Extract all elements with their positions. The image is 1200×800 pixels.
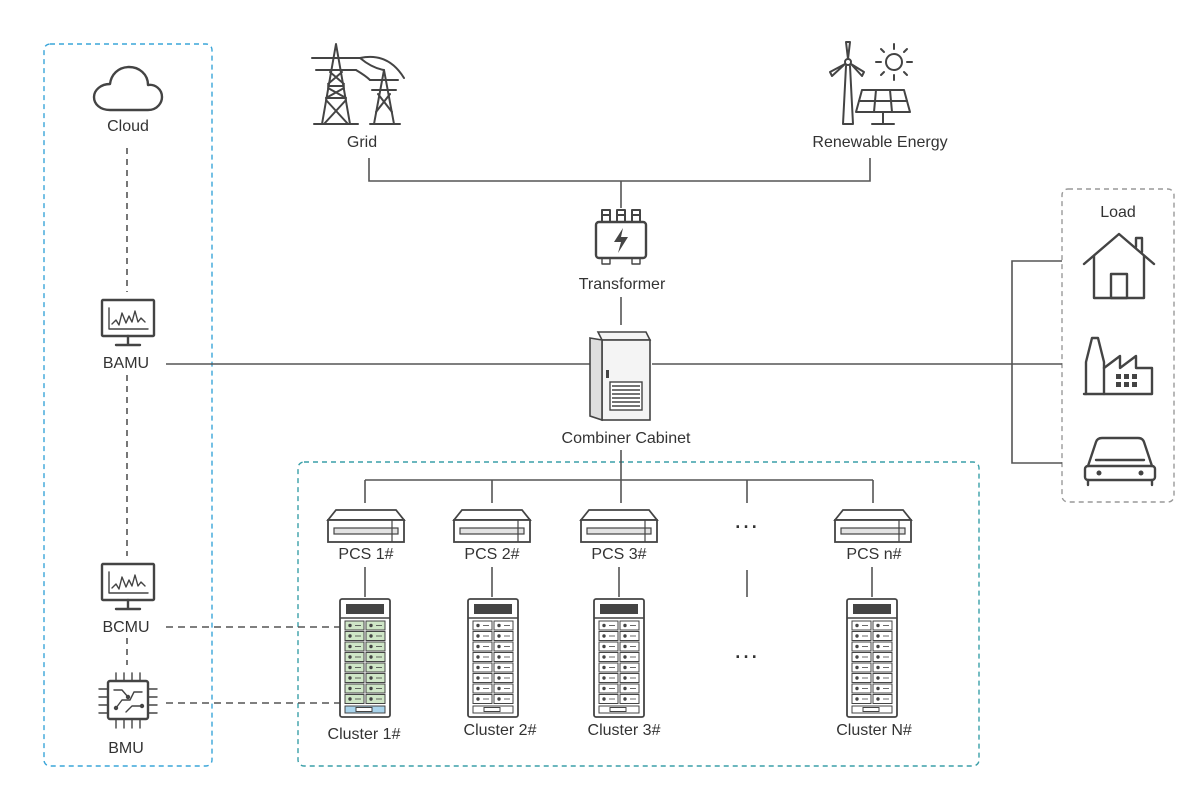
source-bus	[368, 158, 871, 182]
cluster-ellipsis: …	[733, 634, 761, 664]
pcs-icon	[326, 509, 406, 543]
transformer-label: Transformer	[578, 276, 666, 293]
chip-icon	[98, 672, 158, 729]
transformer-icon	[594, 209, 648, 265]
battery-rack-icon	[846, 598, 898, 718]
load-frame	[1061, 188, 1175, 503]
pcs-icon	[833, 509, 913, 543]
load-branch	[1011, 260, 1062, 464]
pcs-unit	[833, 508, 913, 544]
pcs-unit	[579, 508, 659, 544]
renewable-label: Renewable Energy	[812, 134, 948, 151]
cluster-label: Cluster N#	[836, 722, 912, 739]
pcs-label: PCS 3#	[591, 546, 647, 563]
combiner-label: Combiner Cabinet	[561, 430, 691, 447]
factory-icon	[1082, 336, 1154, 396]
cluster-label: Cluster 2#	[463, 722, 537, 739]
monitor-chart-icon	[100, 562, 156, 611]
bcmu-label: BCMU	[102, 619, 150, 636]
pcs-icon	[452, 509, 532, 543]
pcs-label: PCS 1#	[338, 546, 394, 563]
house-icon	[1082, 232, 1156, 300]
power-tower-icon	[311, 43, 405, 125]
cabinet-icon	[589, 331, 652, 422]
bmu-label: BMU	[108, 740, 144, 757]
wind-solar-icon	[829, 41, 913, 125]
battery-rack-icon	[593, 598, 645, 718]
pcs-unit	[452, 508, 532, 544]
cloud-label: Cloud	[107, 118, 149, 135]
cluster-label: Cluster 3#	[587, 722, 661, 739]
management-frame	[43, 43, 213, 767]
cluster-label: Cluster 1#	[327, 726, 401, 743]
pcs-label: PCS 2#	[464, 546, 520, 563]
cloud-icon	[92, 65, 164, 112]
car-icon	[1083, 436, 1157, 487]
load-title: Load	[1100, 204, 1136, 221]
bamu-label: BAMU	[102, 355, 150, 372]
grid-label: Grid	[346, 134, 378, 151]
pcs-icon	[579, 509, 659, 543]
battery-rack-icon	[467, 598, 519, 718]
pcs-label: PCS n#	[846, 546, 902, 563]
pcs-ellipsis: …	[733, 504, 761, 534]
pcs-unit	[326, 508, 406, 544]
monitor-chart-icon	[100, 298, 156, 347]
battery-rack-icon	[339, 598, 391, 718]
cluster-frame	[297, 461, 980, 767]
